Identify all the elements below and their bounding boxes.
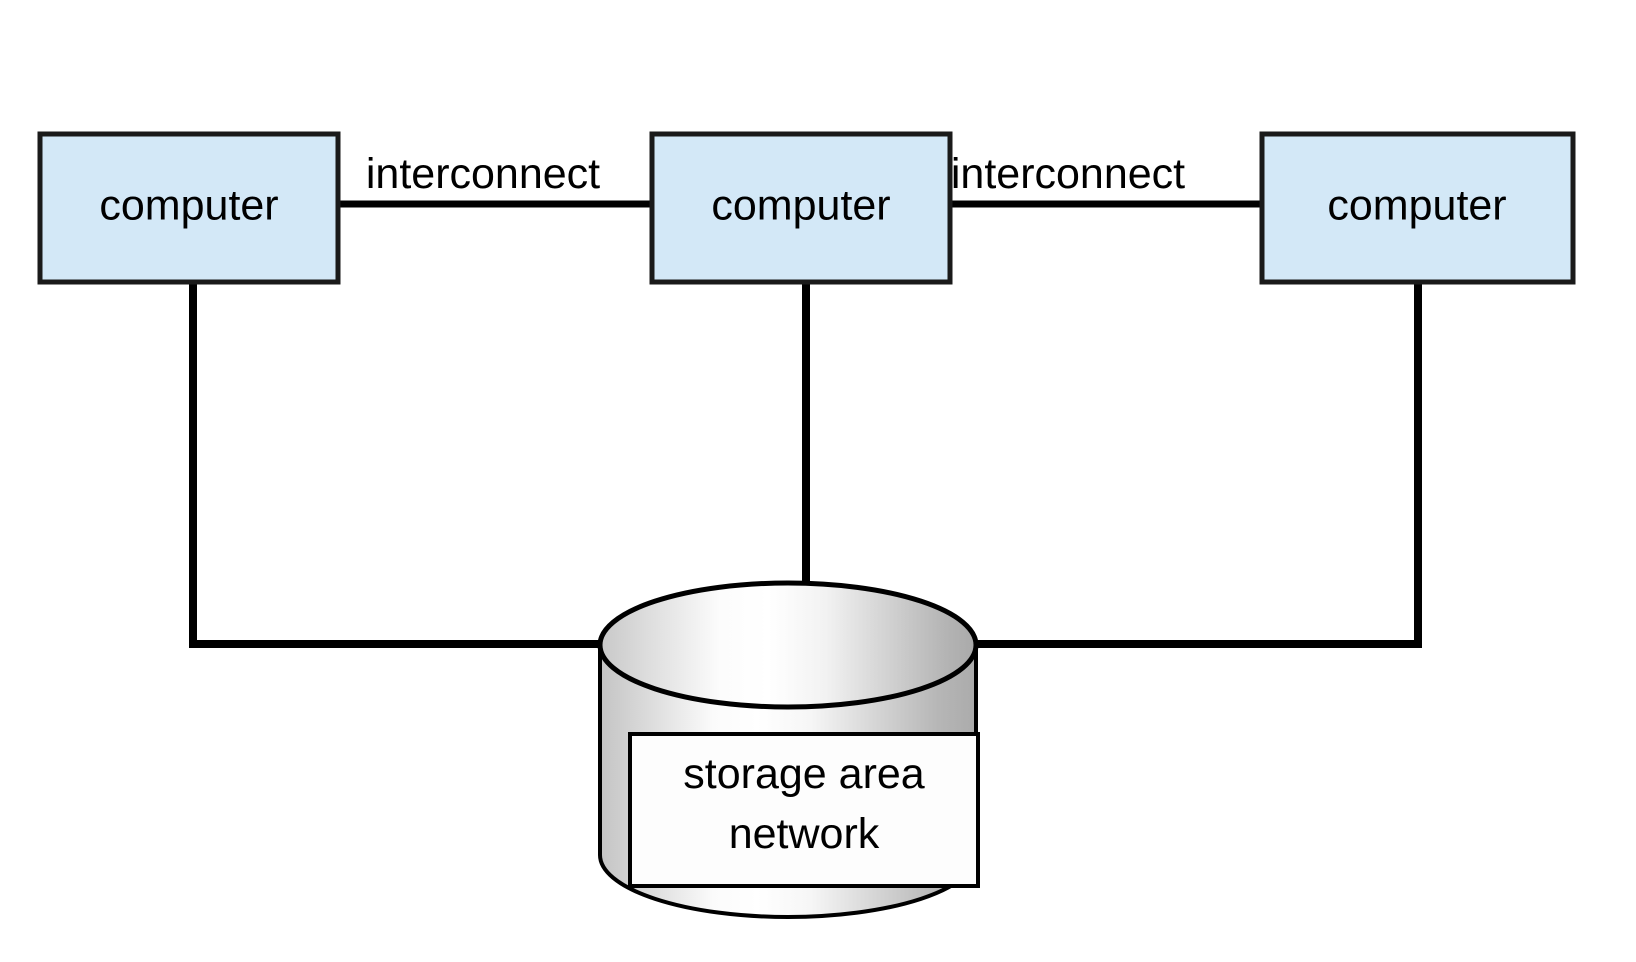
node-computer-right[interactable]: computer bbox=[1259, 131, 1576, 285]
computer-right-label: computer bbox=[1327, 181, 1506, 229]
storage-label-plate bbox=[628, 732, 980, 888]
connector-right-to-storage bbox=[958, 280, 1422, 648]
node-computer-left[interactable]: computer bbox=[37, 131, 341, 285]
storage-label-line-1: storage area bbox=[683, 750, 925, 798]
cylinder-top-lid bbox=[597, 580, 979, 710]
storage-label-line-2: network bbox=[729, 810, 880, 858]
computer-left-label: computer bbox=[99, 181, 278, 229]
computer-right-box bbox=[1259, 131, 1576, 285]
edge-label-interconnect-right: interconnect bbox=[951, 150, 1185, 198]
computer-center-label: computer bbox=[711, 181, 890, 229]
node-computer-center[interactable]: computer bbox=[649, 131, 953, 285]
computer-left-box bbox=[37, 131, 341, 285]
computer-center-box bbox=[649, 131, 953, 285]
storage-area-network-cylinder[interactable]: storage area network bbox=[597, 580, 980, 919]
connector-left-to-storage bbox=[189, 280, 620, 648]
edge-label-interconnect-left: interconnect bbox=[366, 150, 600, 198]
